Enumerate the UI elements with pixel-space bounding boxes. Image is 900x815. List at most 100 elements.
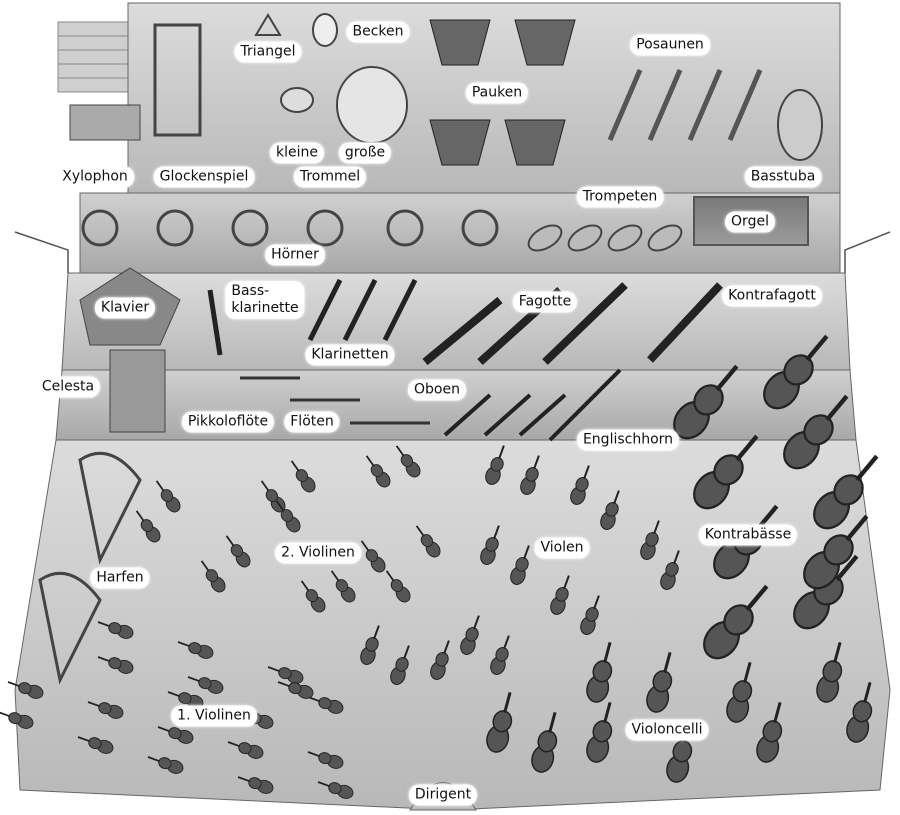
label-trompeten: Trompeten <box>576 186 664 208</box>
violin-icon <box>395 445 421 478</box>
violin-icon <box>415 525 441 558</box>
label-kleine: kleine <box>270 142 324 164</box>
violin-icon <box>200 560 226 593</box>
label-klavier: Klavier <box>94 297 156 319</box>
violin-icon <box>365 455 391 488</box>
violin-icon <box>237 776 274 794</box>
trombone-icon <box>647 69 683 141</box>
double-bass-icon <box>703 584 769 660</box>
clarinet-icon <box>307 278 343 342</box>
label-kontrabaesse: Kontrabässe <box>698 524 798 546</box>
violin-icon <box>157 726 194 744</box>
french-horn-icon <box>156 209 194 247</box>
viola-icon <box>660 550 680 590</box>
trombone-icon <box>607 69 643 141</box>
viola-icon <box>390 645 410 685</box>
cello-icon <box>646 651 673 713</box>
timpani-icon <box>429 19 491 66</box>
violin-icon <box>187 676 224 694</box>
viola-icon <box>430 640 450 680</box>
trombone-icon <box>727 69 763 141</box>
side-wall-right <box>844 231 891 273</box>
violin-icon <box>97 656 134 674</box>
french-horn-icon <box>386 209 424 247</box>
label-pauken: Pauken <box>465 82 529 104</box>
viola-icon <box>490 635 510 675</box>
violin-icon <box>167 691 204 709</box>
violin-icon <box>147 756 184 774</box>
bassoon-icon <box>647 282 723 363</box>
violin-icon <box>277 681 314 699</box>
triangle-icon <box>254 13 282 36</box>
glockenspiel-icon <box>153 23 202 137</box>
violin-icon <box>290 460 316 493</box>
double-bass-icon <box>783 394 849 470</box>
oboe-icon <box>548 368 622 442</box>
violin-icon <box>300 580 326 613</box>
violin-icon <box>267 666 304 684</box>
violin-icon <box>385 570 411 603</box>
viola-icon <box>640 520 660 560</box>
violin-icon <box>227 741 264 759</box>
violin-icon <box>135 510 161 543</box>
label-trommel: Trommel <box>293 166 367 188</box>
cello-icon <box>666 721 693 783</box>
violin-icon <box>330 570 356 603</box>
label-1-violinen: 1. Violinen <box>171 705 257 727</box>
trumpet-icon <box>527 224 563 252</box>
cello-icon <box>586 641 613 703</box>
label-triangel: Triangel <box>234 41 302 63</box>
label-klarinetten: Klarinetten <box>305 344 395 366</box>
label-fagotte: Fagotte <box>512 291 578 313</box>
label-englischhorn: Englischhorn <box>576 429 680 451</box>
violin-icon <box>275 500 301 533</box>
label-violen: Violen <box>534 537 590 559</box>
viola-icon <box>485 445 505 485</box>
oboe-icon <box>443 393 492 437</box>
cello-icon <box>486 691 513 753</box>
label-harfen: Harfen <box>90 567 150 589</box>
viola-icon <box>480 525 500 565</box>
timpani-icon <box>514 19 576 66</box>
label-orgel: Orgel <box>725 211 775 233</box>
violin-icon <box>317 781 354 799</box>
label-posaunen: Posaunen <box>630 34 710 56</box>
violin-icon <box>360 540 386 573</box>
cello-icon <box>726 661 753 723</box>
side-wall-left <box>14 231 69 273</box>
bass-drum-icon <box>336 66 408 144</box>
double-bass-icon <box>803 514 869 590</box>
label-becken: Becken <box>346 21 410 43</box>
violin-icon <box>87 701 124 719</box>
clarinet-icon <box>382 278 418 342</box>
violin-icon <box>177 641 214 659</box>
viola-icon <box>570 465 590 505</box>
bassoon-icon <box>542 282 628 365</box>
label-celesta: Celesta <box>35 376 101 398</box>
viola-icon <box>360 625 380 665</box>
double-bass-icon <box>673 364 739 440</box>
label-kontrafagott: Kontrafagott <box>722 285 822 307</box>
cello-icon <box>816 641 843 703</box>
tuba-icon <box>777 89 823 161</box>
trumpet-icon <box>567 224 603 252</box>
oboe-icon <box>518 393 567 437</box>
viola-icon <box>460 615 480 655</box>
label-basstuba: Basstuba <box>744 166 822 188</box>
clarinet-icon <box>342 278 378 342</box>
double-bass-icon <box>813 454 879 530</box>
violin-icon <box>7 681 44 699</box>
harp-icon <box>38 571 102 685</box>
label-pikkolofloete: Pikkoloflöte <box>181 411 275 433</box>
bass-clarinet-icon <box>207 289 223 356</box>
viola-icon <box>510 545 530 585</box>
left-steps <box>57 21 131 93</box>
timpani-icon <box>504 119 566 166</box>
cello-icon <box>531 711 558 773</box>
label-glockenspiel: Glockenspiel <box>153 166 255 188</box>
violin-icon <box>307 696 344 714</box>
snare-drum-icon <box>280 87 314 113</box>
violin-icon <box>307 751 344 769</box>
